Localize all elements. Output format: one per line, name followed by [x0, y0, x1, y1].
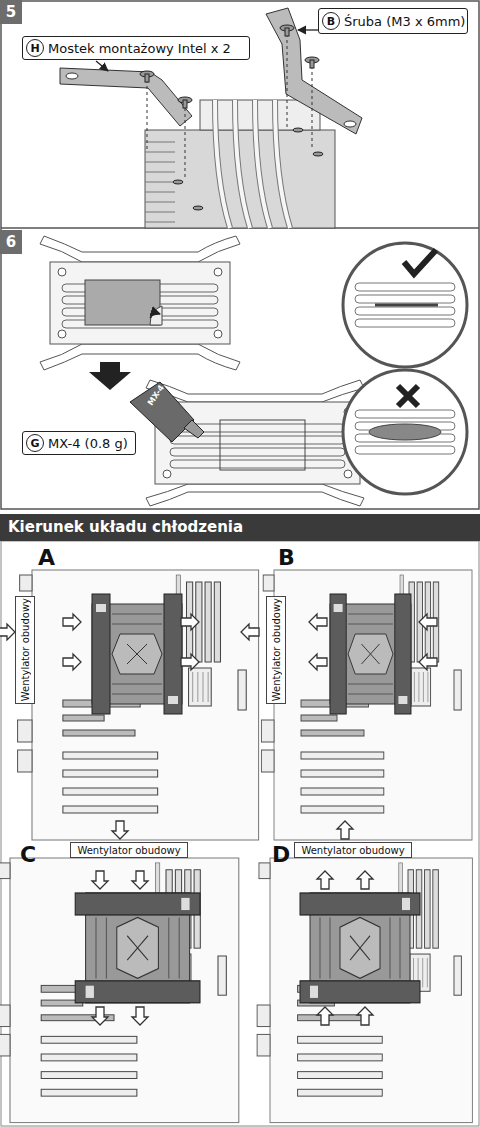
callout-letter: B [322, 12, 340, 30]
part-label: MX-4 (0.8 g) G [22, 431, 136, 455]
part-label: Mostek montażowy Intel x 2 H [22, 36, 250, 60]
variant-letter: C [20, 842, 36, 867]
node-text: G [30, 437, 39, 450]
node-text: B [327, 15, 335, 28]
section-heading: Kierunek układu chłodzenia [0, 514, 480, 541]
step-number: 5 [0, 0, 22, 24]
step-number: 6 [0, 230, 22, 254]
node-text: Wentylator obudowy [301, 845, 404, 856]
node-text: H [30, 42, 39, 55]
case-fan: Wentylator obudowy [294, 842, 412, 858]
callout-letter: H [26, 39, 44, 57]
node-text: MX-4 (0.8 g) [48, 436, 128, 451]
part-label: Śruba (M3 x 6mm) B [318, 8, 468, 34]
node-text: Wentylator obudowy [20, 598, 31, 701]
node-text: 6 [6, 233, 16, 251]
node-text: 5 [6, 3, 16, 21]
case-fan: Wentylator obudowy [15, 596, 35, 704]
case-fan: Wentylator obudowy [70, 842, 188, 858]
variant-letter: A [38, 545, 55, 570]
node-text: Śruba (M3 x 6mm) [344, 14, 465, 29]
variant-letter: D [272, 842, 290, 867]
variant-letter: B [278, 545, 295, 570]
node-text: Wentylator obudowy [77, 845, 180, 856]
callout-letter: G [26, 434, 44, 452]
node-text: Mostek montażowy Intel x 2 [48, 41, 231, 56]
node-text: Wentylator obudowy [271, 598, 282, 701]
case-fan: Wentylator obudowy [266, 596, 286, 704]
